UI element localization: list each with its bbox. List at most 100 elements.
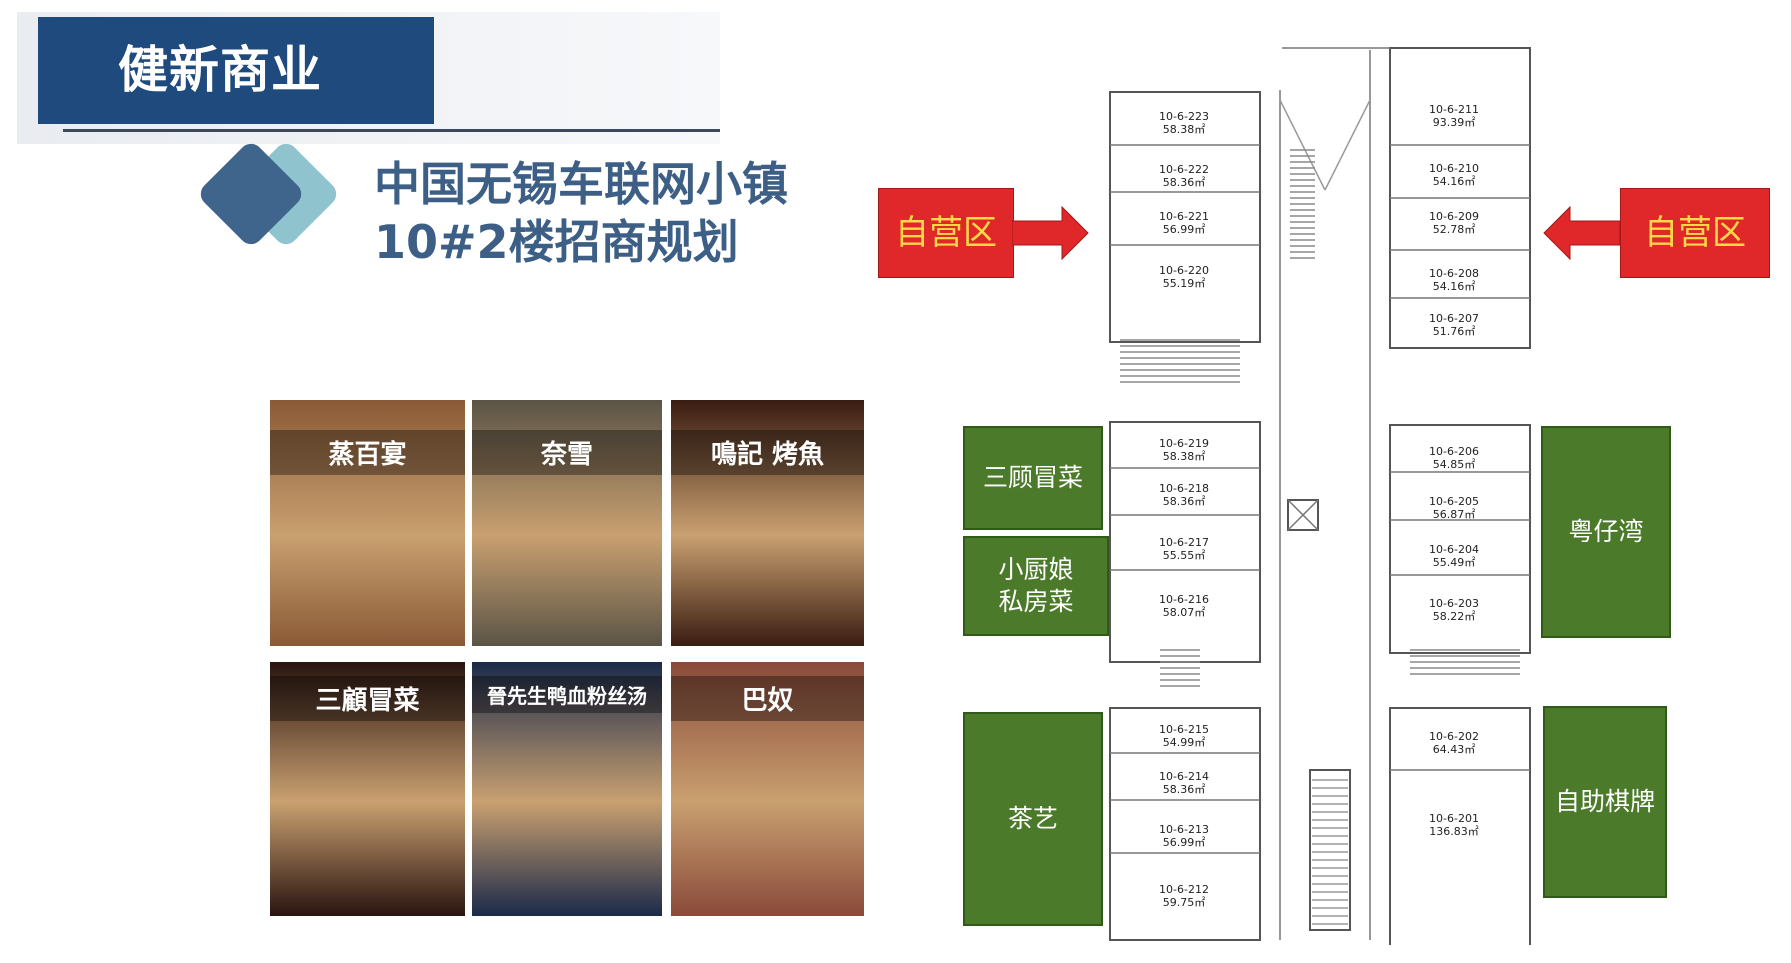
unit-area: 58.22㎡ bbox=[1432, 610, 1476, 623]
unit-area: 55.19㎡ bbox=[1162, 277, 1206, 290]
unit-area: 58.36㎡ bbox=[1162, 495, 1206, 508]
store-sign: 三顧冒菜 bbox=[270, 676, 465, 721]
unit-number: 10-6-203 bbox=[1429, 597, 1479, 610]
page-title: 中国无锡车联网小镇 10#2楼招商规划 bbox=[374, 155, 788, 271]
floor-plan bbox=[1109, 47, 1531, 945]
arrow-right-icon bbox=[1012, 205, 1089, 261]
unit-area: 51.76㎡ bbox=[1432, 325, 1476, 338]
unit-number: 10-6-205 bbox=[1429, 495, 1479, 508]
title-line-2: 10#2楼招商规划 bbox=[374, 215, 739, 269]
unit-area: 58.36㎡ bbox=[1162, 783, 1206, 796]
unit-area: 59.75㎡ bbox=[1162, 896, 1206, 909]
wall bbox=[1287, 499, 1319, 531]
unit-number: 10-6-202 bbox=[1429, 730, 1479, 743]
unit-area: 54.16㎡ bbox=[1432, 280, 1476, 293]
tenant-tea: 茶艺 bbox=[963, 712, 1103, 926]
wall bbox=[1389, 424, 1531, 654]
unit-area: 54.16㎡ bbox=[1432, 175, 1476, 188]
unit-area: 54.85㎡ bbox=[1432, 458, 1476, 471]
unit-area: 54.99㎡ bbox=[1162, 736, 1206, 749]
unit-number: 10-6-217 bbox=[1159, 536, 1209, 549]
unit-area: 58.38㎡ bbox=[1162, 123, 1206, 136]
store-sign: 奈雪 bbox=[472, 430, 662, 475]
unit-area: 55.49㎡ bbox=[1432, 556, 1476, 569]
unit-number: 10-6-211 bbox=[1429, 103, 1479, 116]
unit-area: 58.36㎡ bbox=[1162, 176, 1206, 189]
store-sign: 巴奴 bbox=[671, 676, 864, 721]
unit-area: 55.55㎡ bbox=[1162, 549, 1206, 562]
tenant-chess-room: 自助棋牌 bbox=[1543, 706, 1667, 898]
tenant-yuezaiwan: 粤仔湾 bbox=[1541, 426, 1671, 638]
unit-area: 56.99㎡ bbox=[1162, 223, 1206, 236]
store-sign: 晉先生鸭血粉丝汤 bbox=[472, 676, 662, 713]
unit-number: 10-6-206 bbox=[1429, 445, 1479, 458]
arrow-left-icon bbox=[1543, 205, 1621, 261]
unit-area: 58.07㎡ bbox=[1162, 606, 1206, 619]
unit-number: 10-6-222 bbox=[1159, 163, 1209, 176]
store-photo: 晉先生鸭血粉丝汤 bbox=[472, 662, 662, 916]
unit-number: 10-6-213 bbox=[1159, 823, 1209, 836]
unit-area: 93.39㎡ bbox=[1432, 116, 1476, 129]
store-sign: 鳴記 烤魚 bbox=[671, 430, 864, 475]
unit-number: 10-6-212 bbox=[1159, 883, 1209, 896]
unit-number: 10-6-207 bbox=[1429, 312, 1479, 325]
unit-number: 10-6-210 bbox=[1429, 162, 1479, 175]
wall bbox=[1109, 707, 1261, 941]
unit-area: 56.99㎡ bbox=[1162, 836, 1206, 849]
unit-number: 10-6-214 bbox=[1159, 770, 1209, 783]
unit-area: 56.87㎡ bbox=[1432, 508, 1476, 521]
wall bbox=[1309, 769, 1351, 931]
unit-number: 10-6-208 bbox=[1429, 267, 1479, 280]
unit-area: 58.38㎡ bbox=[1162, 450, 1206, 463]
brand-title: 健新商业 bbox=[38, 17, 434, 124]
self-operated-label-left: 自营区 bbox=[878, 188, 1014, 278]
store-photo: 奈雪 bbox=[472, 400, 662, 646]
store-photo: 三顧冒菜 bbox=[270, 662, 465, 916]
unit-number: 10-6-215 bbox=[1159, 723, 1209, 736]
unit-number: 10-6-219 bbox=[1159, 437, 1209, 450]
unit-area: 52.78㎡ bbox=[1432, 223, 1476, 236]
store-photo: 鳴記 烤魚 bbox=[671, 400, 864, 646]
title-line-1: 中国无锡车联网小镇 bbox=[374, 157, 788, 211]
self-operated-label-right: 自营区 bbox=[1620, 188, 1770, 278]
unit-number: 10-6-209 bbox=[1429, 210, 1479, 223]
unit-number: 10-6-221 bbox=[1159, 210, 1209, 223]
header-divider bbox=[63, 129, 720, 132]
plan-line bbox=[1287, 499, 1319, 531]
unit-number: 10-6-218 bbox=[1159, 482, 1209, 495]
wall bbox=[1109, 91, 1261, 343]
wall bbox=[1389, 707, 1531, 945]
unit-area: 64.43㎡ bbox=[1432, 743, 1476, 756]
unit-area: 136.83㎡ bbox=[1429, 825, 1479, 838]
store-photo: 蒸百宴 bbox=[270, 400, 465, 646]
unit-number: 10-6-201 bbox=[1429, 812, 1479, 825]
tenant-sangu: 三顾冒菜 bbox=[963, 426, 1103, 530]
plan-line bbox=[1279, 99, 1326, 191]
tenant-xiaochuniang: 小厨娘 私房菜 bbox=[963, 536, 1109, 636]
unit-number: 10-6-204 bbox=[1429, 543, 1479, 556]
unit-number: 10-6-216 bbox=[1159, 593, 1209, 606]
